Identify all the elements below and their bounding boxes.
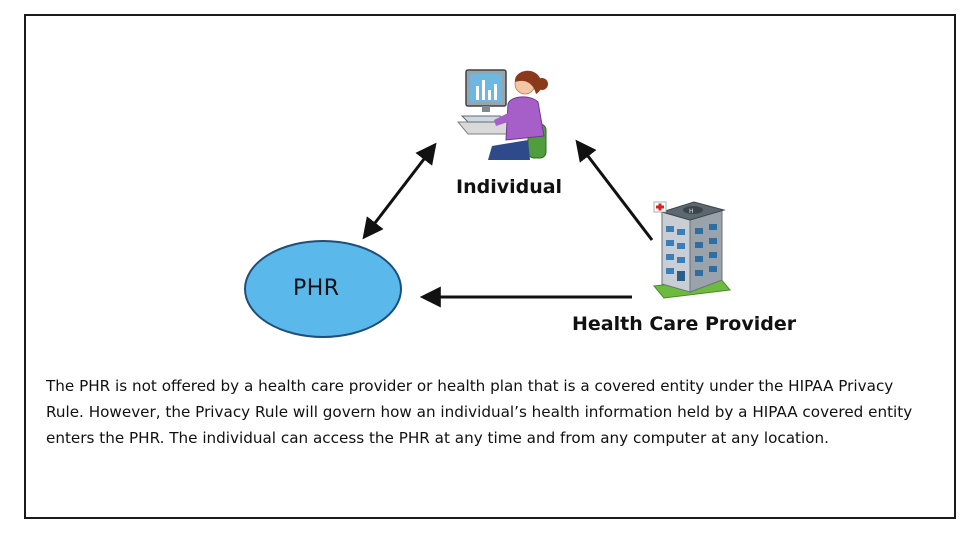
arrow-individual-phr	[362, 142, 437, 240]
diagram-caption: The PHR is not offered by a health care …	[46, 377, 913, 447]
individual-label: Individual	[456, 176, 563, 198]
phr-node	[244, 240, 402, 338]
phr-label: PHR	[293, 276, 340, 301]
hospital-building-icon: H	[653, 201, 731, 299]
person-at-computer-icon	[456, 69, 548, 160]
svg-text:H: H	[689, 208, 694, 215]
health-care-provider-label: Health Care Provider	[572, 313, 797, 335]
arrow-provider-individual	[575, 139, 654, 241]
